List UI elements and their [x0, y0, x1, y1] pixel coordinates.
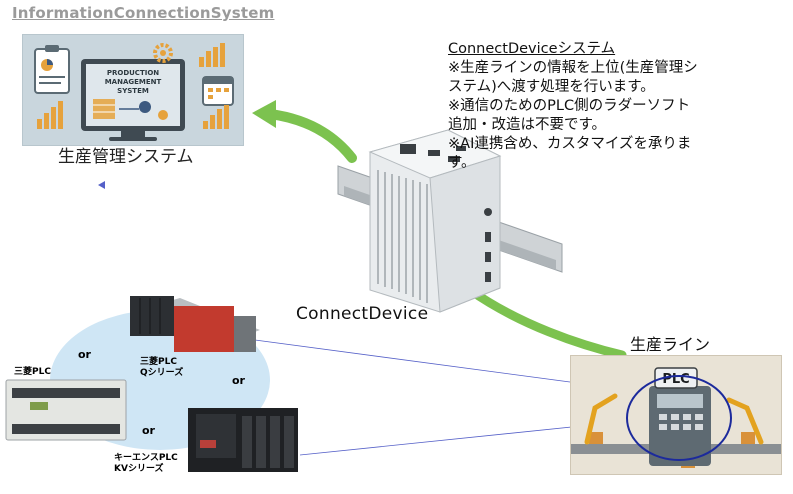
monitor-text-1: PRODUCTION [107, 69, 159, 77]
mitsubishi-q-label-1: 三菱PLC [140, 355, 177, 367]
connect-device-info-title: ConnectDeviceシステム [448, 41, 616, 57]
info-line-3: ※通信のためのPLC側のラダーソフト [448, 98, 691, 114]
mitsubishi-fx-label: 三菱PLC [14, 365, 51, 377]
keyence-kv-label-1: キーエンスPLC [114, 452, 178, 463]
production-management-illustration: PRODUCTION MANAGEMENT SYSTEM [22, 34, 244, 146]
upload-arrow-head [252, 100, 276, 128]
connector-line-kv [299, 421, 621, 456]
page-title: InformationConnectionSystem [12, 4, 275, 22]
small-triangle-marker [98, 181, 105, 189]
gear-icon [153, 43, 173, 63]
keyence-kv-label-2: KVシリーズ [114, 462, 164, 474]
pms-illustration-svg: PRODUCTION MANAGEMENT SYSTEM [34, 43, 234, 141]
connector-line-q [254, 339, 571, 383]
production-line-illustration: PLC [570, 355, 782, 475]
monitor-text-3: SYSTEM [117, 87, 149, 95]
bar-chart-icon-top [199, 43, 225, 67]
calendar-icon [202, 76, 234, 106]
or-label-1: or [78, 348, 92, 361]
upload-arrow [265, 109, 357, 163]
connect-device-label: ConnectDevice [296, 304, 429, 324]
robot-arm-left-icon [584, 393, 618, 445]
monitor-icon: PRODUCTION MANAGEMENT SYSTEM [81, 59, 185, 141]
mitsubishi-q-label-2: Qシリーズ [140, 366, 183, 378]
plc-sign-text: PLC [662, 372, 689, 387]
monitor-text-2: MANAGEMENT [105, 78, 162, 86]
production-line-svg: PLC [571, 367, 781, 468]
connect-device-info: ConnectDeviceシステム ※生産ラインの情報を上位(生産管理シ ステム… [448, 40, 778, 173]
mitsubishi-fx-plc-image [5, 379, 127, 441]
or-label-2: or [232, 374, 246, 387]
bar-chart-icon [37, 101, 63, 129]
line-to-device-arrow [465, 285, 627, 360]
info-line-4: 追加・改造は不要です。 [448, 117, 607, 133]
pms-caption: 生産管理システム [58, 147, 194, 167]
clipboard-icon [34, 45, 70, 94]
robot-arm-right-icon [726, 397, 764, 445]
plc-unit-icon [649, 386, 711, 466]
mitsubishi-q-plc-image [130, 296, 260, 352]
or-label-3: or [142, 424, 156, 437]
bar-chart-icon-bottom [203, 105, 229, 129]
keyence-kv-plc-image [188, 408, 298, 472]
info-line-6: す。 [448, 155, 476, 171]
info-line-2: ステム)へ渡す処理を行います。 [448, 79, 655, 95]
info-line-1: ※生産ラインの情報を上位(生産管理シ [448, 60, 698, 76]
plc-highlight-ring [626, 375, 732, 461]
production-line-label: 生産ライン [630, 335, 711, 354]
connect-device-box [368, 129, 502, 313]
info-line-5: ※AI連携含め、カスタマイズを承りま [448, 136, 692, 152]
